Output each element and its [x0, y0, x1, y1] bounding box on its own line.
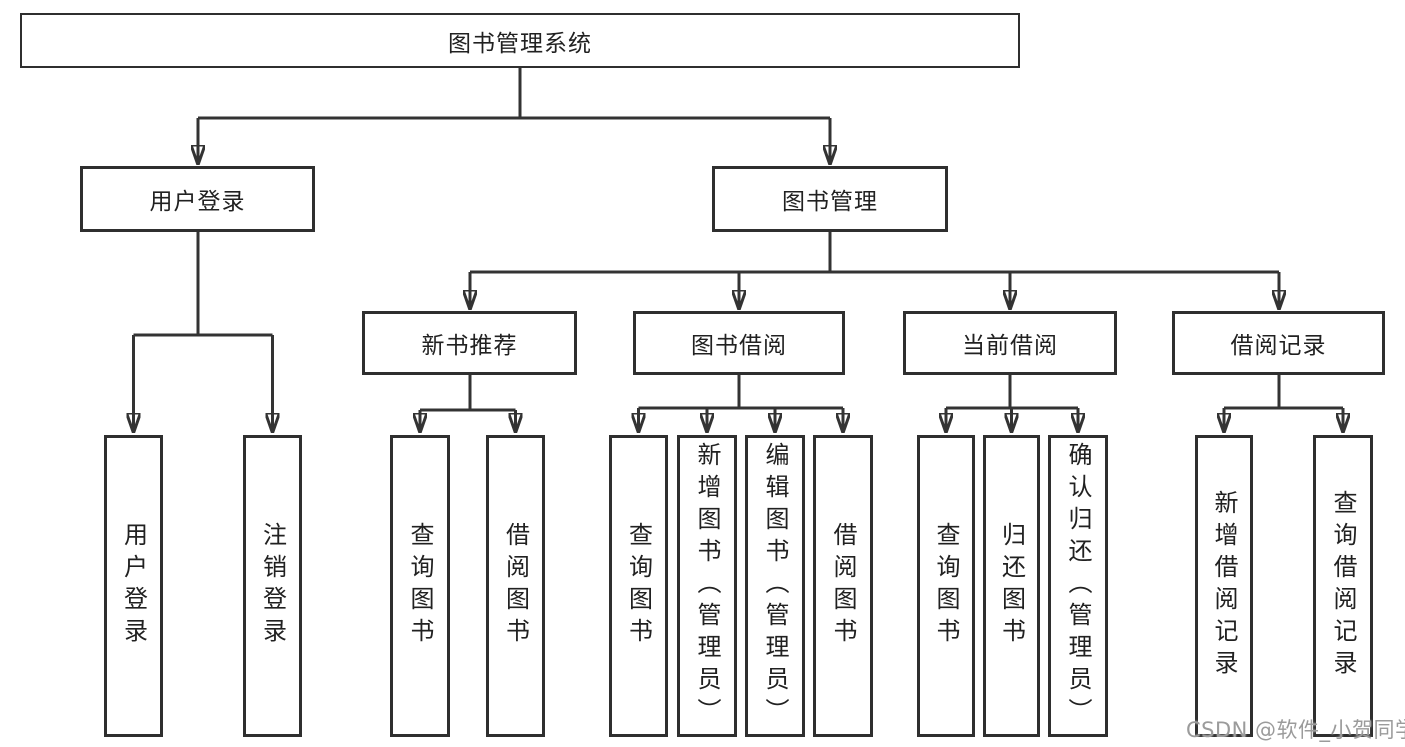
node-book-management-label: 图书管理 [782, 189, 878, 215]
leaf-nbr-borrow-books: 借阅图书 [486, 435, 545, 737]
leaf-bb-edit-books-admin-label: 编辑图书（管理员） [761, 442, 789, 730]
node-current-borrowing-label: 当前借阅 [962, 333, 1058, 359]
leaf-user-login: 用户登录 [104, 435, 163, 737]
leaf-logout: 注销登录 [243, 435, 302, 737]
node-new-book-recommend-label: 新书推荐 [421, 333, 518, 359]
leaf-br-add-record-label: 新增借阅记录 [1210, 490, 1238, 682]
leaf-nbr-query-books-label: 查询图书 [406, 522, 434, 650]
node-user-login-label: 用户登录 [149, 189, 246, 215]
leaf-bb-borrow-books-label: 借阅图书 [829, 522, 857, 650]
leaf-bb-borrow-books: 借阅图书 [813, 435, 873, 737]
node-new-book-recommend: 新书推荐 [362, 311, 577, 375]
node-book-management: 图书管理 [712, 166, 948, 232]
leaf-user-login-label: 用户登录 [119, 522, 148, 650]
leaf-bb-query-books: 查询图书 [609, 435, 668, 737]
node-borrowing-records-label: 借阅记录 [1230, 333, 1327, 359]
node-book-borrowing-label: 图书借阅 [691, 333, 787, 359]
leaf-cb-confirm-return-admin-label: 确认归还（管理员） [1064, 442, 1092, 730]
leaf-cb-confirm-return-admin: 确认归还（管理员） [1048, 435, 1108, 737]
leaf-cb-return-books: 归还图书 [983, 435, 1040, 737]
leaf-bb-add-books-admin-label: 新增图书（管理员） [693, 442, 721, 730]
node-user-login: 用户登录 [80, 166, 315, 232]
node-root: 图书管理系统 [20, 13, 1020, 68]
leaf-logout-label: 注销登录 [258, 522, 287, 650]
leaf-cb-query-books-label: 查询图书 [932, 522, 960, 650]
leaf-bb-query-books-label: 查询图书 [624, 522, 653, 650]
node-root-label: 图书管理系统 [448, 30, 592, 57]
leaf-nbr-query-books: 查询图书 [390, 435, 450, 737]
node-book-borrowing: 图书借阅 [633, 311, 845, 375]
leaf-br-add-record: 新增借阅记录 [1195, 435, 1253, 737]
leaf-bb-edit-books-admin: 编辑图书（管理员） [745, 435, 805, 737]
leaf-cb-query-books: 查询图书 [917, 435, 975, 737]
node-current-borrowing: 当前借阅 [903, 311, 1117, 375]
leaf-br-query-record: 查询借阅记录 [1313, 435, 1373, 737]
watermark: CSDN @软件_小贺同学 [1186, 718, 1405, 742]
leaf-br-query-record-label: 查询借阅记录 [1329, 490, 1357, 682]
leaf-nbr-borrow-books-label: 借阅图书 [501, 522, 530, 650]
leaf-bb-add-books-admin: 新增图书（管理员） [677, 435, 737, 737]
leaf-cb-return-books-label: 归还图书 [997, 522, 1026, 650]
node-borrowing-records: 借阅记录 [1172, 311, 1385, 375]
